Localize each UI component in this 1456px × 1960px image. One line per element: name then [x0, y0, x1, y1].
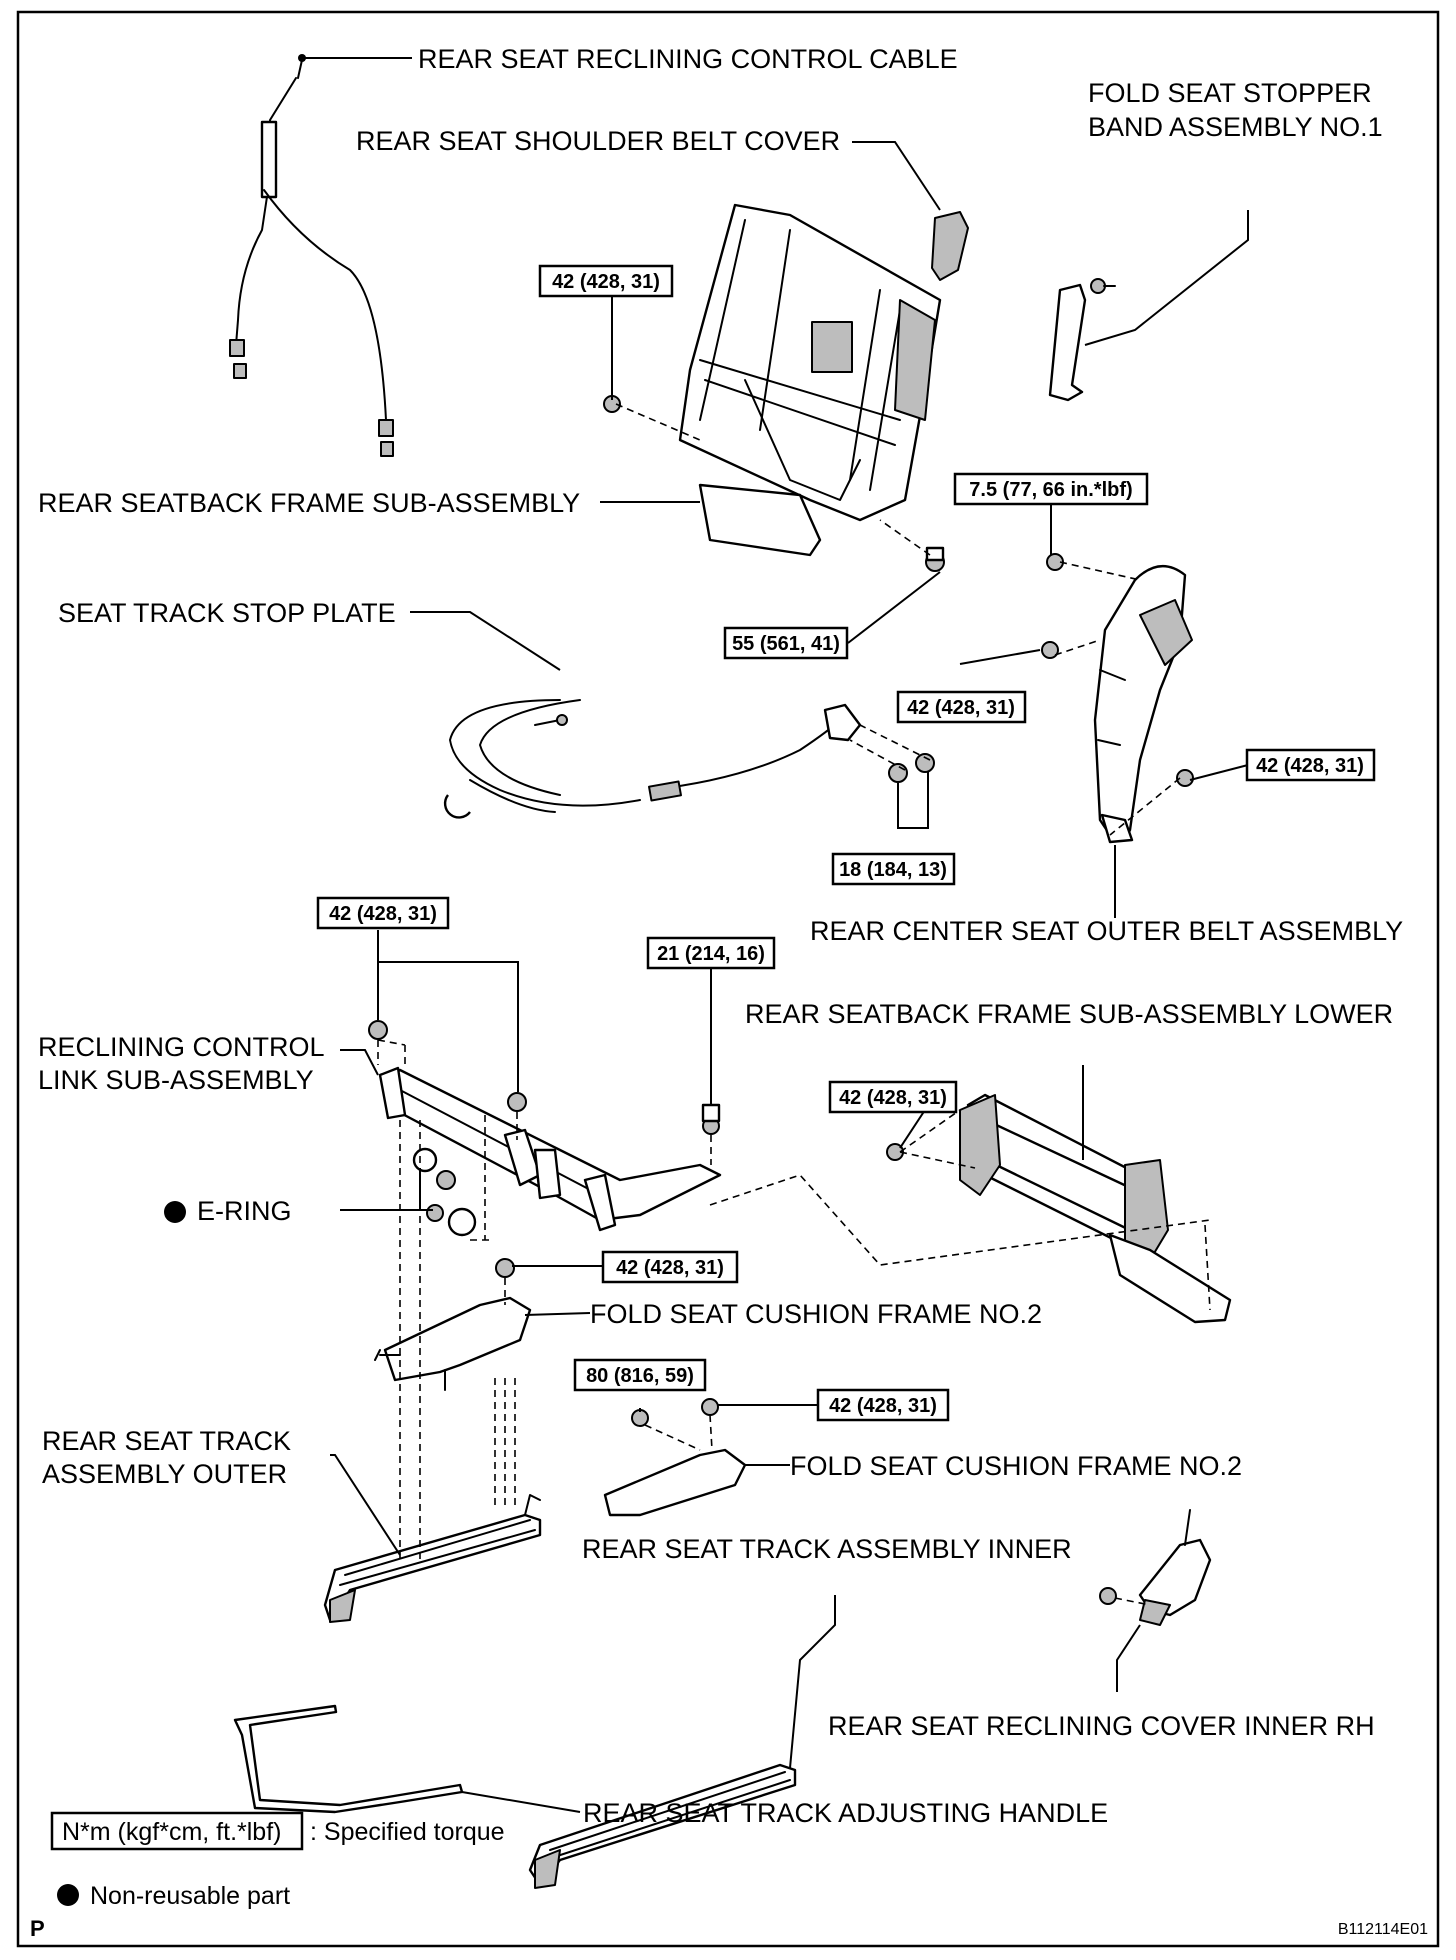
label-reclining-link-line2: LINK SUB-ASSEMBLY	[38, 1065, 314, 1095]
label-seatback-frame: REAR SEATBACK FRAME SUB-ASSEMBLY	[38, 488, 580, 518]
torque-t3-text: 55 (561, 41)	[732, 633, 840, 655]
reclining-link-drawing	[368, 1020, 722, 1232]
torque-t12-text: 42 (428, 31)	[829, 1395, 937, 1417]
torque-spec-t11: 80 (816, 59)	[573, 1358, 707, 1392]
seat-track-stop-plate-drawing	[443, 699, 862, 819]
label-seat-track-outer-line2: ASSEMBLY OUTER	[42, 1459, 287, 1489]
legend: N*m (kgf*cm, ft.*lbf) : Specified torque…	[50, 1811, 505, 1910]
label-reclining-link-line1: RECLINING CONTROL	[38, 1032, 325, 1062]
label-e-ring: E-RING	[197, 1196, 292, 1226]
legend-torque-desc: : Specified torque	[310, 1818, 505, 1846]
torque-spec-t1: 42 (428, 31)	[538, 264, 674, 298]
label-cushion-frame-lower: FOLD SEAT CUSHION FRAME NO.2	[790, 1451, 1242, 1481]
legend-torque-units: N*m (kgf*cm, ft.*lbf)	[62, 1818, 281, 1846]
torque-t8-text: 21 (214, 16)	[657, 943, 765, 965]
label-cushion-frame-upper: FOLD SEAT CUSHION FRAME NO.2	[590, 1299, 1042, 1329]
torque-t6-text: 18 (184, 13)	[839, 859, 947, 881]
outer-belt-assembly-drawing	[1093, 565, 1193, 844]
frame-bolts-drawing	[603, 395, 945, 572]
torque-t9-text: 42 (428, 31)	[839, 1087, 947, 1109]
adjusting-handle-drawing	[233, 1704, 464, 1814]
seat-track-outer-drawing	[323, 1494, 542, 1623]
label-seat-track-stop-plate: SEAT TRACK STOP PLATE	[58, 598, 396, 628]
cushion-frame-lower-drawing	[603, 1398, 747, 1517]
cushion-frame-upper-drawing	[374, 1258, 532, 1391]
torque-spec-t5: 42 (428, 31)	[1245, 748, 1376, 782]
figure-code: B112114E01	[1338, 1921, 1428, 1938]
corner-letter: P	[30, 1916, 45, 1941]
torque-t11-text: 80 (816, 59)	[586, 1365, 694, 1387]
torque-spec-t7: 42 (428, 31)	[316, 896, 450, 930]
torque-spec-t10: 42 (428, 31)	[601, 1250, 739, 1284]
torque-spec-t6: 18 (184, 13)	[831, 852, 956, 886]
torque-t5-text: 42 (428, 31)	[1256, 755, 1364, 777]
label-adjusting-handle: REAR SEAT TRACK ADJUSTING HANDLE	[583, 1798, 1108, 1828]
label-shoulder-belt-cover: REAR SEAT SHOULDER BELT COVER	[356, 126, 840, 156]
torque-spec-t8: 21 (214, 16)	[646, 936, 776, 970]
shoulder-belt-cover-drawing	[931, 211, 969, 281]
label-seatback-frame-lower: REAR SEATBACK FRAME SUB-ASSEMBLY LOWER	[745, 999, 1393, 1029]
label-stopper-band-line1: FOLD SEAT STOPPER	[1088, 78, 1372, 108]
label-stopper-band-line2: BAND ASSEMBLY NO.1	[1088, 112, 1383, 142]
torque-spec-t2: 7.5 (77, 66 in.*lbf)	[953, 472, 1149, 506]
reclining-control-cable-drawing	[229, 54, 394, 457]
torque-spec-t3: 55 (561, 41)	[723, 626, 849, 660]
label-reclining-cover: REAR SEAT RECLINING COVER INNER RH	[828, 1711, 1375, 1741]
torque-spec-t9: 42 (428, 31)	[828, 1080, 958, 1114]
legend-nonreusable-dot	[57, 1884, 79, 1906]
seatback-frame-drawing	[678, 203, 942, 557]
label-outer-belt-assembly: REAR CENTER SEAT OUTER BELT ASSEMBLY	[810, 916, 1403, 946]
nonreusable-dot-e-ring	[164, 1201, 186, 1223]
torque-t2-text: 7.5 (77, 66 in.*lbf)	[969, 479, 1132, 501]
label-seat-track-outer-line1: REAR SEAT TRACK	[42, 1426, 291, 1456]
torque-spec-t12: 42 (428, 31)	[816, 1388, 950, 1422]
label-reclining-control-cable: REAR SEAT RECLINING CONTROL CABLE	[418, 44, 958, 74]
stopper-band-drawing	[1048, 278, 1116, 402]
reclining-cover-drawing	[1099, 1509, 1212, 1626]
nuts-drawing	[888, 553, 1194, 787]
seat-track-inner-drawing	[528, 1763, 797, 1889]
torque-t10-text: 42 (428, 31)	[616, 1257, 724, 1279]
e-ring-parts-drawing	[412, 1147, 477, 1237]
torque-t7-text: 42 (428, 31)	[329, 903, 437, 925]
legend-torque-box	[50, 1811, 304, 1851]
diagram-border	[16, 10, 1440, 1948]
torque-t1-text: 42 (428, 31)	[552, 271, 660, 293]
label-seat-track-inner: REAR SEAT TRACK ASSEMBLY INNER	[582, 1534, 1072, 1564]
torque-t4-text: 42 (428, 31)	[907, 697, 1015, 719]
leader-lines	[302, 57, 1249, 1813]
legend-nonreusable-desc: Non-reusable part	[90, 1882, 290, 1910]
torque-spec-t4: 42 (428, 31)	[896, 690, 1027, 724]
seatback-frame-lower-drawing	[886, 1093, 1232, 1324]
